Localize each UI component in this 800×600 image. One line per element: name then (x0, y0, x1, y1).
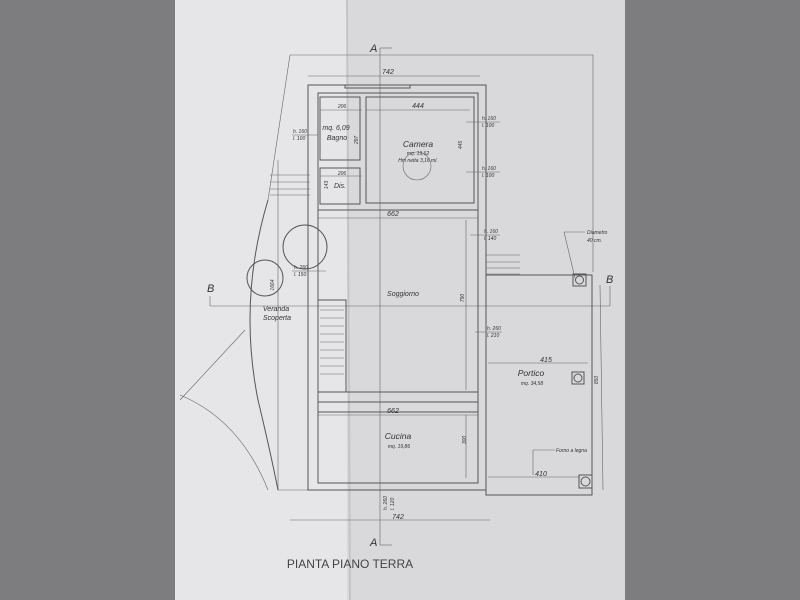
column-note-line2: 40 cm. (587, 238, 602, 244)
room-cucina-name: Cucina (385, 431, 412, 441)
column-icon (578, 474, 593, 489)
dim-dis-width: 206 (337, 171, 347, 177)
veranda-outline (179, 199, 279, 491)
room-cucina-area: mq. 19,86 (388, 444, 410, 450)
room-veranda-name2: Scoperta (263, 315, 291, 322)
room-camera-area: mq. 19,62 (407, 151, 429, 157)
dim-portico-bottom: 410 (535, 471, 547, 478)
room-bagno-name: Bagno (327, 135, 347, 142)
tree-icon (246, 259, 284, 297)
opening-soggiorno-window: h. 160 l. 140 (470, 229, 500, 242)
portico-structure (485, 231, 604, 496)
plan-title: PIANTA PIANO TERRA (287, 557, 413, 571)
room-dis-name: Dis. (334, 183, 346, 190)
opening-height: h. 260 (487, 326, 501, 332)
room-bagno-area: mq. 6,09 (322, 125, 349, 132)
section-line-b (209, 286, 611, 307)
column-icon (571, 371, 585, 385)
room-veranda-name1: Veranda (263, 306, 289, 313)
dimension-lines (290, 75, 490, 521)
opening-width: l. 120 (390, 498, 396, 510)
dim-camera-width: 444 (412, 103, 424, 110)
section-mark-a-top: A (369, 43, 377, 55)
opening-camera-window2: h. 160 l. 100 (466, 166, 500, 179)
tree-icon (282, 224, 328, 270)
opening-height: h. 160 (482, 116, 496, 122)
dim-soggiorno-width: 662 (387, 211, 399, 218)
dim-dis-depth: 143 (324, 181, 330, 190)
opening-height: h. 260 (383, 496, 389, 510)
opening-front-door: h. 260 l. 120 (383, 496, 396, 510)
dim-camera-depth: 445 (458, 141, 464, 150)
section-line-a (379, 47, 392, 546)
opening-bagno-window: h. 160 l. 100 (292, 129, 318, 142)
opening-height: h. 160 (484, 229, 498, 235)
dim-veranda-length: 1664 (270, 279, 276, 290)
oven-note: Forno a legna (556, 448, 587, 454)
opening-camera-window1: h. 160 l. 100 (466, 116, 500, 129)
opening-height: h. 260 (294, 265, 308, 271)
dim-bagno-depth: 297 (354, 136, 360, 146)
section-mark-b-right: B (606, 274, 613, 286)
opening-portico-door: h. 260 l. 210 (475, 326, 502, 339)
room-camera-height: Hm netta 3,16 ml. (398, 158, 437, 164)
opening-width: l. 100 (482, 123, 494, 129)
room-portico-name: Portico (518, 368, 545, 378)
opening-width: l. 210 (487, 333, 499, 339)
room-soggiorno-name: Soggiorno (387, 291, 419, 298)
room-portico-area: mq. 34,58 (521, 381, 543, 387)
opening-height: h. 160 (293, 129, 307, 135)
opening-width: l. 100 (482, 173, 494, 179)
column-icon (572, 273, 587, 287)
dim-portico-top: 415 (540, 357, 552, 364)
opening-width: l. 150 (294, 272, 306, 278)
dim-top-overall: 742 (382, 69, 394, 76)
dim-cucina-width: 662 (387, 408, 399, 415)
dim-bagno-width: 206 (337, 104, 347, 110)
dim-bottom-overall: 742 (392, 514, 404, 521)
opening-height: h. 160 (482, 166, 496, 172)
dim-portico-depth: 850 (594, 376, 600, 385)
section-mark-b-left: B (207, 283, 214, 295)
oven-icon (402, 151, 432, 181)
room-camera-name: Camera (403, 139, 434, 149)
dim-cucina-depth: 300 (462, 436, 468, 445)
opening-width: l. 140 (484, 236, 496, 242)
dim-soggiorno-depth: 790 (460, 294, 466, 303)
opening-veranda-door: h. 260 l. 150 (292, 265, 326, 278)
opening-width: l. 100 (293, 136, 305, 142)
column-note-line1: Diametro (587, 230, 608, 236)
section-mark-a-bottom: A (369, 537, 377, 549)
paper-fold (346, 0, 351, 600)
